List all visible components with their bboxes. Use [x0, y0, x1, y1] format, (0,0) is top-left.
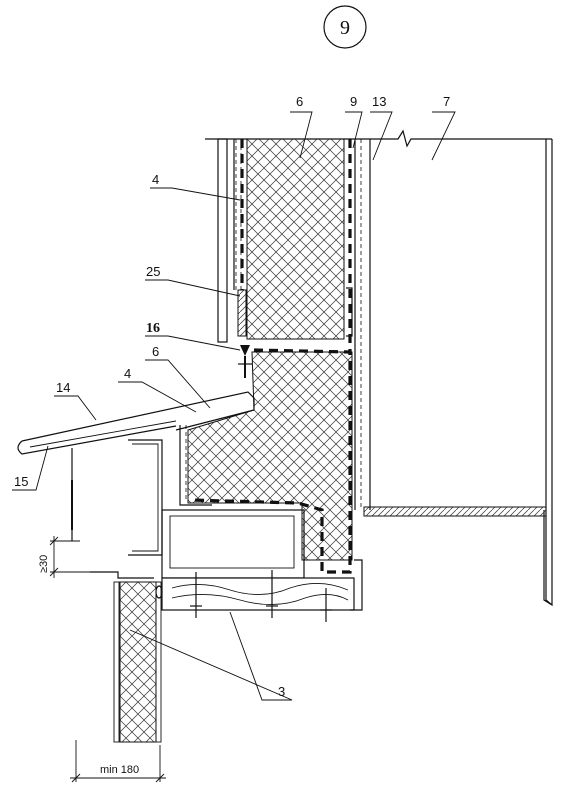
label-25: 25	[146, 264, 160, 279]
bracket-25	[237, 287, 353, 337]
outer-facing-board	[217, 138, 228, 343]
upper-wall-panel	[217, 138, 371, 510]
ceiling-beam	[363, 506, 547, 517]
label-3: 3	[278, 684, 285, 699]
label-4-top: 4	[152, 172, 159, 187]
label-13: 13	[372, 94, 386, 109]
dimension-gap-text: ≥30	[38, 555, 50, 573]
interior-column	[543, 139, 553, 607]
label-14: 14	[56, 380, 70, 395]
timber-plate	[161, 559, 363, 622]
label-4-mid: 4	[124, 366, 131, 381]
callout-labels: 6 9 13 7 4 25 16 6 4 14 15 3 ≥30 min 180	[14, 94, 450, 776]
label-6-top: 6	[296, 94, 303, 109]
label-9: 9	[350, 94, 357, 109]
detail-marker-circle	[323, 5, 367, 49]
label-7: 7	[443, 94, 450, 109]
roof-covering	[17, 391, 255, 541]
channel-profile	[128, 439, 163, 556]
detail-marker: 9	[323, 5, 367, 49]
dimension-width-text: min 180	[100, 764, 139, 776]
upper-insulation-core	[246, 138, 345, 340]
membrane-lower	[189, 348, 352, 574]
fastener-16	[238, 345, 252, 378]
label-6-mid: 6	[152, 344, 159, 359]
label-16: 16	[146, 321, 160, 336]
break-line	[205, 129, 552, 148]
gap-dimension	[49, 536, 92, 578]
width-dimension	[70, 740, 166, 783]
label-15: 15	[14, 474, 28, 489]
leader-lines	[12, 111, 456, 701]
detail-number: 9	[340, 17, 350, 39]
lower-wall-panel	[90, 571, 163, 743]
lower-insulation-block	[179, 348, 353, 574]
box-beam	[161, 509, 305, 579]
